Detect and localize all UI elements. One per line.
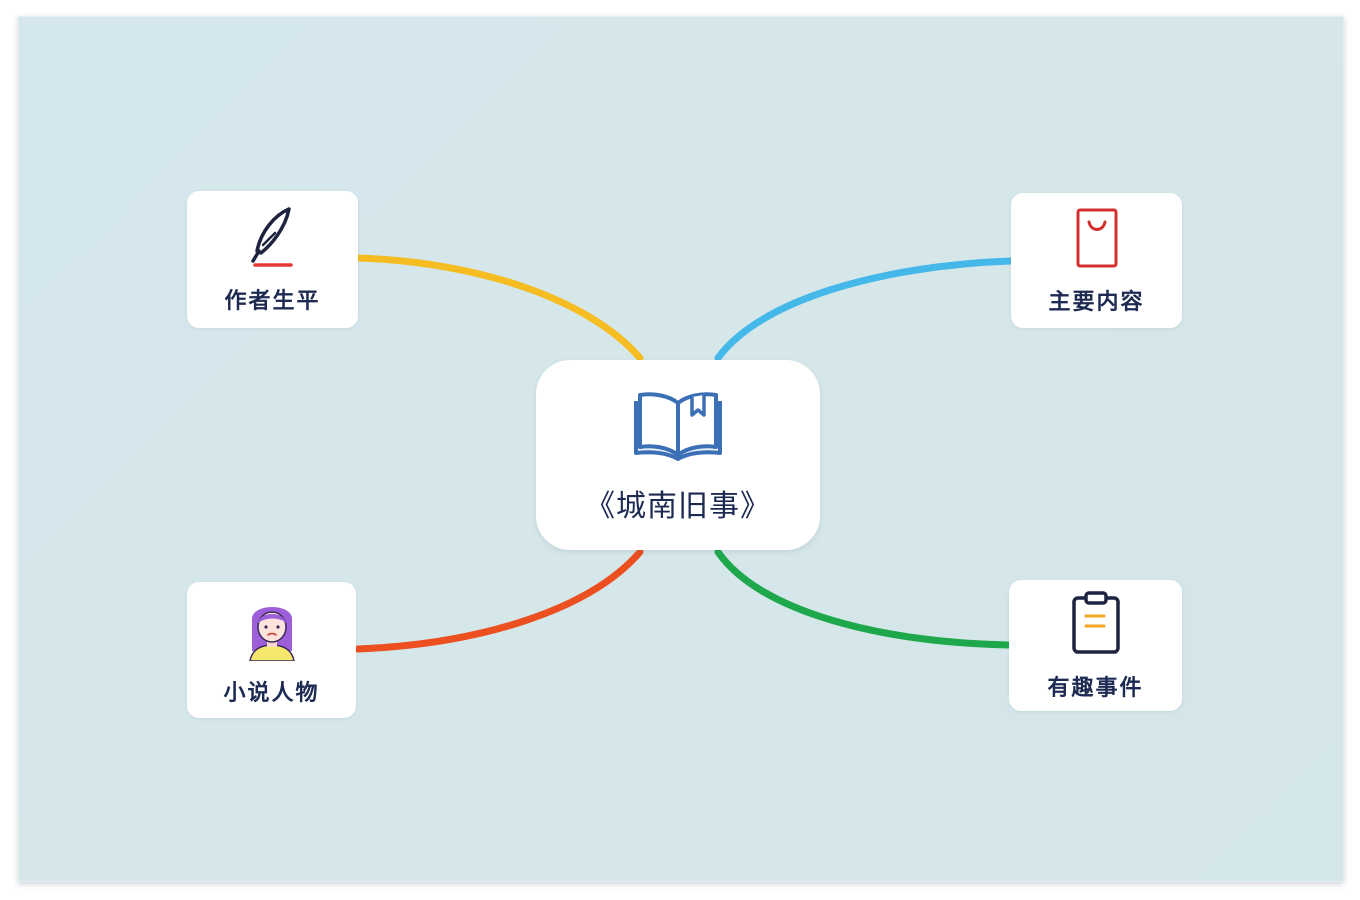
node-content-label: 主要内容 — [1048, 289, 1145, 315]
clipboard-icon — [1068, 590, 1124, 660]
link-characters — [354, 548, 644, 653]
node-events[interactable]: 有趣事件 — [1009, 580, 1182, 711]
quill-pen-icon — [245, 205, 301, 273]
node-content[interactable]: 主要内容 — [1011, 193, 1182, 328]
girl-avatar-icon — [246, 593, 298, 665]
link-author — [354, 254, 644, 362]
link-content — [714, 257, 1014, 362]
shopping-bag-icon — [1073, 206, 1121, 274]
node-author[interactable]: 作者生平 — [187, 191, 358, 328]
node-author-label: 作者生平 — [224, 288, 321, 314]
link-events — [714, 548, 1012, 649]
center-title: 《城南旧事》 — [585, 489, 771, 524]
node-characters[interactable]: 小说人物 — [187, 582, 356, 718]
node-characters-label: 小说人物 — [223, 681, 320, 706]
node-events-label: 有趣事件 — [1047, 675, 1144, 701]
center-node[interactable]: 《城南旧事》 — [536, 360, 820, 550]
open-book-icon — [632, 385, 724, 465]
